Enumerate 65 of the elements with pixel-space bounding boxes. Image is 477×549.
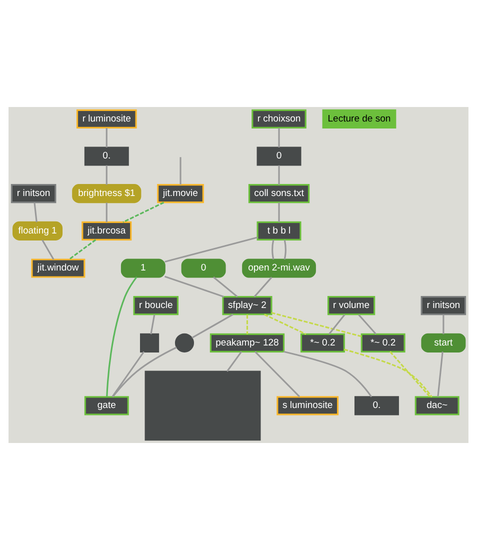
connector — [264, 313, 306, 334]
connector — [226, 350, 242, 372]
node-box: sfplay~ 2 — [222, 296, 272, 315]
node-box — [140, 332, 160, 352]
connector — [106, 164, 108, 184]
connector — [283, 350, 372, 397]
connector — [278, 164, 280, 184]
connector — [278, 128, 280, 147]
connector — [192, 313, 234, 338]
connector — [278, 202, 280, 222]
connector — [180, 156, 182, 184]
node-box: r initson — [420, 296, 466, 315]
connector — [358, 314, 377, 334]
connector — [42, 239, 54, 260]
connector — [106, 202, 108, 222]
connector — [390, 350, 430, 397]
connector — [106, 128, 108, 147]
connector — [254, 350, 300, 397]
node-box: r luminosite — [76, 108, 137, 128]
node-box: jit.movie — [157, 184, 204, 203]
connector — [328, 314, 346, 334]
node-box: s luminosite — [276, 396, 339, 415]
node-box: Lecture de son — [322, 108, 396, 128]
connector — [112, 350, 145, 397]
node-box — [144, 370, 261, 440]
connector — [164, 236, 258, 262]
connector — [212, 276, 238, 297]
node-box: *~ 0.2 — [360, 332, 406, 352]
node-box: jit.brcosa — [82, 220, 132, 240]
node-box: peakamp~ 128 — [210, 332, 285, 352]
node-box: brightness $1 — [72, 184, 142, 203]
node-box: 1 — [120, 258, 166, 278]
node-box: dac~ — [414, 396, 460, 415]
connector — [34, 202, 38, 222]
node-box: 0 — [256, 146, 302, 166]
node-box: start — [421, 332, 466, 352]
connector — [344, 348, 432, 397]
connector — [272, 239, 274, 260]
node-circle — [174, 332, 194, 352]
connector — [284, 239, 286, 260]
connector — [442, 314, 444, 334]
connector — [254, 276, 272, 297]
node-box: r volume — [327, 296, 376, 315]
node-box: jit.window — [31, 258, 86, 278]
node-box: 0. — [354, 396, 399, 415]
connector — [246, 314, 248, 334]
connector — [68, 238, 96, 260]
connector — [122, 201, 164, 222]
connector — [150, 314, 156, 334]
connector — [106, 276, 138, 396]
node-box: gate — [84, 396, 129, 415]
connector — [164, 275, 224, 298]
node-box: *~ 0.2 — [300, 332, 345, 352]
node-box: 0. — [84, 146, 129, 166]
connector — [437, 351, 444, 396]
node-box: r boucle — [133, 296, 179, 315]
node-box: r initson — [10, 184, 56, 203]
node-box: r choixson — [252, 108, 306, 128]
node-box: floating 1 — [12, 220, 63, 240]
node-box: t b b l — [256, 220, 302, 240]
node-box: coll sons.txt — [248, 184, 310, 203]
node-box: open 2-mi.wav — [242, 258, 316, 278]
connector — [112, 346, 177, 397]
node-box: 0 — [181, 258, 226, 278]
connector — [271, 312, 362, 337]
